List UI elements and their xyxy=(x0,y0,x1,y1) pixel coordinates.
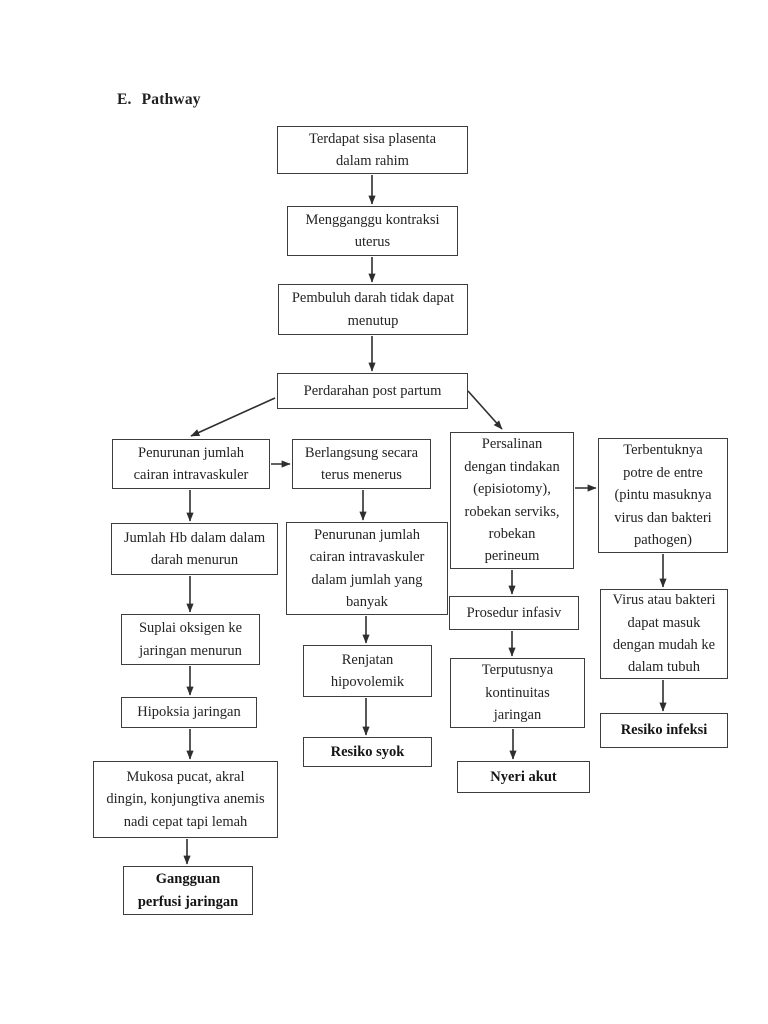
node-resiko-syok: Resiko syok xyxy=(303,737,432,767)
arrow-perdarahan-penurunan xyxy=(190,397,276,437)
page-title: E. Pathway xyxy=(117,91,201,109)
node-jumlah-hb-menurun: Jumlah Hb dalam dalam darah menurun xyxy=(111,523,278,575)
node-terputusnya-kontinuitas: Terputusnya kontinuitas jaringan xyxy=(450,658,585,728)
node-gangguan-perfusi-jaringan: Gangguan perfusi jaringan xyxy=(123,866,253,915)
node-prosedur-infasiv: Prosedur infasiv xyxy=(449,596,579,630)
arrow-perdarahan-persalinan xyxy=(467,390,503,430)
node-terdapat-sisa-plasenta: Terdapat sisa plasenta dalam rahim xyxy=(277,126,468,174)
node-perdarahan-post-partum: Perdarahan post partum xyxy=(277,373,468,409)
node-nyeri-akut: Nyeri akut xyxy=(457,761,590,793)
node-terbentuknya-potre-de-entre: Terbentuknya potre de entre (pintu masuk… xyxy=(598,438,728,553)
node-penurunan-cairan-banyak: Penurunan jumlah cairan intravaskuler da… xyxy=(286,522,448,615)
node-mengganggu-kontraksi: Mengganggu kontraksi uterus xyxy=(287,206,458,256)
node-mukosa-pucat: Mukosa pucat, akral dingin, konjungtiva … xyxy=(93,761,278,838)
node-renjatan-hipovolemik: Renjatan hipovolemik xyxy=(303,645,432,697)
page-title-text: Pathway xyxy=(141,91,201,108)
node-penurunan-jumlah-cairan: Penurunan jumlah cairan intravaskuler xyxy=(112,439,270,489)
page-title-prefix: E. xyxy=(117,91,132,108)
node-suplai-oksigen: Suplai oksigen ke jaringan menurun xyxy=(121,614,260,665)
node-persalinan-dengan-tindakan: Persalinan dengan tindakan (episiotomy),… xyxy=(450,432,574,569)
node-virus-bakteri-masuk: Virus atau bakteri dapat masuk dengan mu… xyxy=(600,589,728,679)
node-berlangsung-terus-menerus: Berlangsung secara terus menerus xyxy=(292,439,431,489)
node-hipoksia-jaringan: Hipoksia jaringan xyxy=(121,697,257,728)
node-pembuluh-darah: Pembuluh darah tidak dapat menutup xyxy=(278,284,468,335)
node-resiko-infeksi: Resiko infeksi xyxy=(600,713,728,748)
